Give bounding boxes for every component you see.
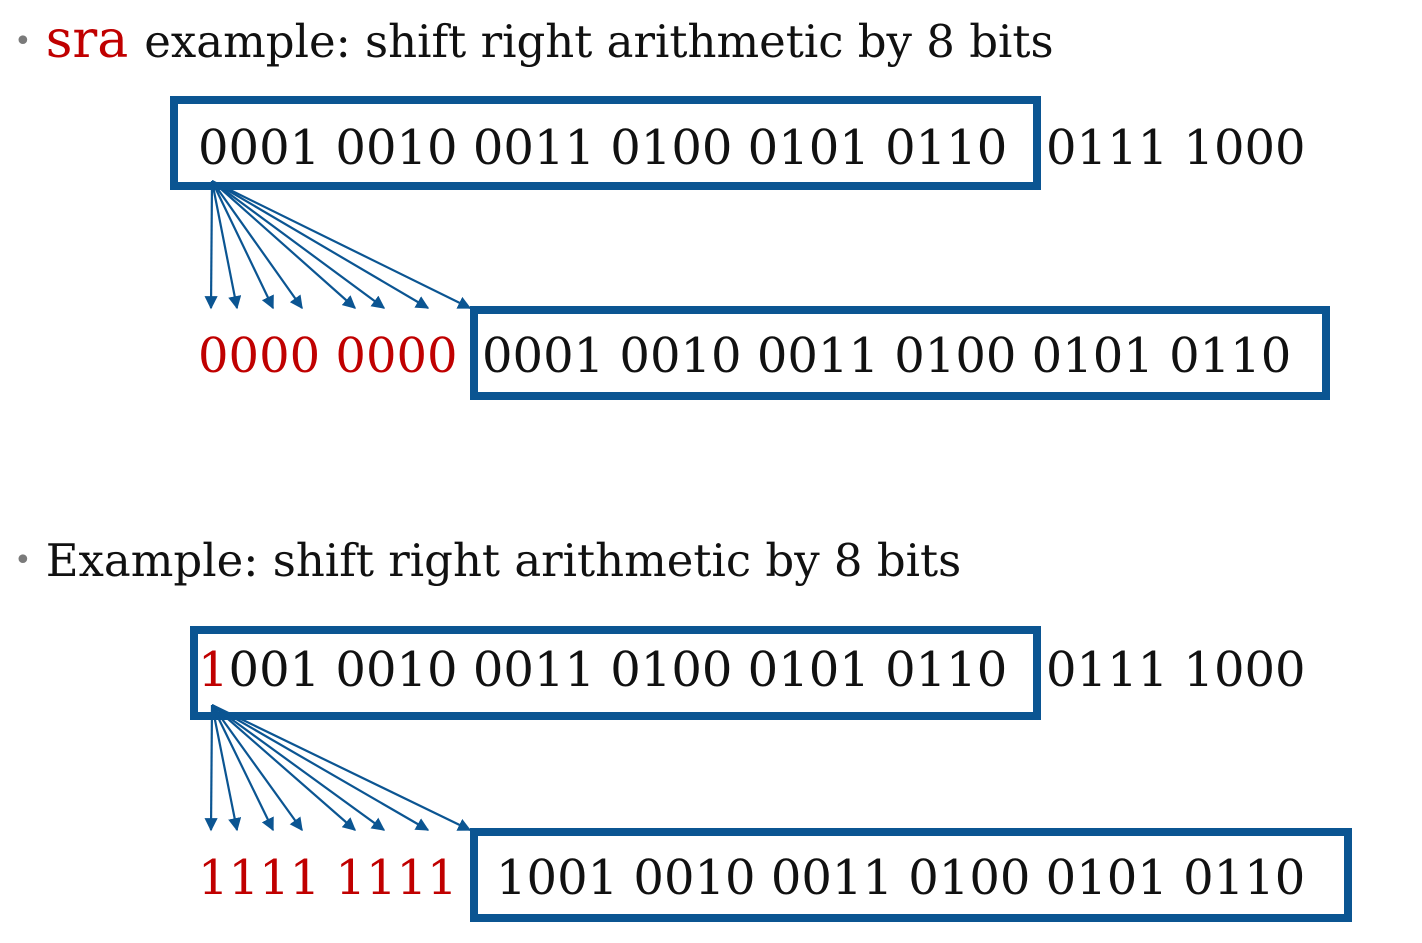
- fill-bits-2: 1111 1111: [198, 850, 458, 906]
- shift-arrow: [210, 704, 242, 832]
- bullet-example-2: • Example: shift right arithmetic by 8 b…: [14, 534, 961, 604]
- output-boxed-bits-2: 1001 0010 0011 0100 0101 0110: [496, 850, 1306, 906]
- shift-arrow: [211, 704, 386, 831]
- keyword-sra: sra: [45, 10, 129, 70]
- shift-arrow: [211, 704, 356, 831]
- input-row-2: 1001 0010 0011 0100 0101 0110: [198, 640, 1007, 700]
- shift-arrow: [211, 180, 386, 309]
- input-boxed-bits-1: 0001 0010 0011 0100 0101 0110: [198, 120, 1008, 176]
- input-boxed-bits-2: 001 0010 0011 0100 0101 0110: [228, 642, 1008, 698]
- input-box-1: [170, 96, 1041, 190]
- arrow-group-1: [204, 180, 472, 310]
- output-box-1: [470, 306, 1330, 400]
- shift-arrow: [211, 180, 303, 310]
- shift-arrow: [204, 704, 218, 832]
- shift-arrow: [210, 180, 242, 310]
- arrow-group-2: [204, 704, 472, 832]
- shift-arrow: [204, 180, 218, 310]
- shift-arrow: [211, 180, 274, 310]
- bullet-text: Example: shift right arithmetic by 8 bit…: [45, 534, 962, 587]
- shift-arrow: [211, 180, 430, 309]
- fill-bits-1: 0000 0000: [198, 328, 458, 384]
- bullet-dot: •: [14, 543, 32, 578]
- input-rest-bits-1: 0111 1000: [1046, 120, 1306, 176]
- output-box-2: [470, 828, 1352, 922]
- shift-arrow: [211, 704, 274, 832]
- bullet-text: example: shift right arithmetic by 8 bit…: [144, 15, 1054, 68]
- output-boxed-bits-1: 0001 0010 0011 0100 0101 0110: [482, 328, 1292, 384]
- shift-arrow: [211, 180, 356, 309]
- shift-arrow: [211, 704, 303, 832]
- input-rest-bits-2: 0111 1000: [1046, 642, 1306, 698]
- shift-arrow: [211, 180, 472, 309]
- input-box-2: [190, 626, 1041, 720]
- input-row-1: 0001 0010 0011 0100 0101 0110: [198, 118, 1007, 178]
- shift-arrow: [211, 704, 430, 831]
- bullet-sra-example: • sra example: shift right arithmetic by…: [14, 10, 1054, 80]
- shift-arrow: [211, 704, 472, 831]
- bullet-dot: •: [14, 24, 32, 59]
- sign-bit: 1: [198, 642, 229, 698]
